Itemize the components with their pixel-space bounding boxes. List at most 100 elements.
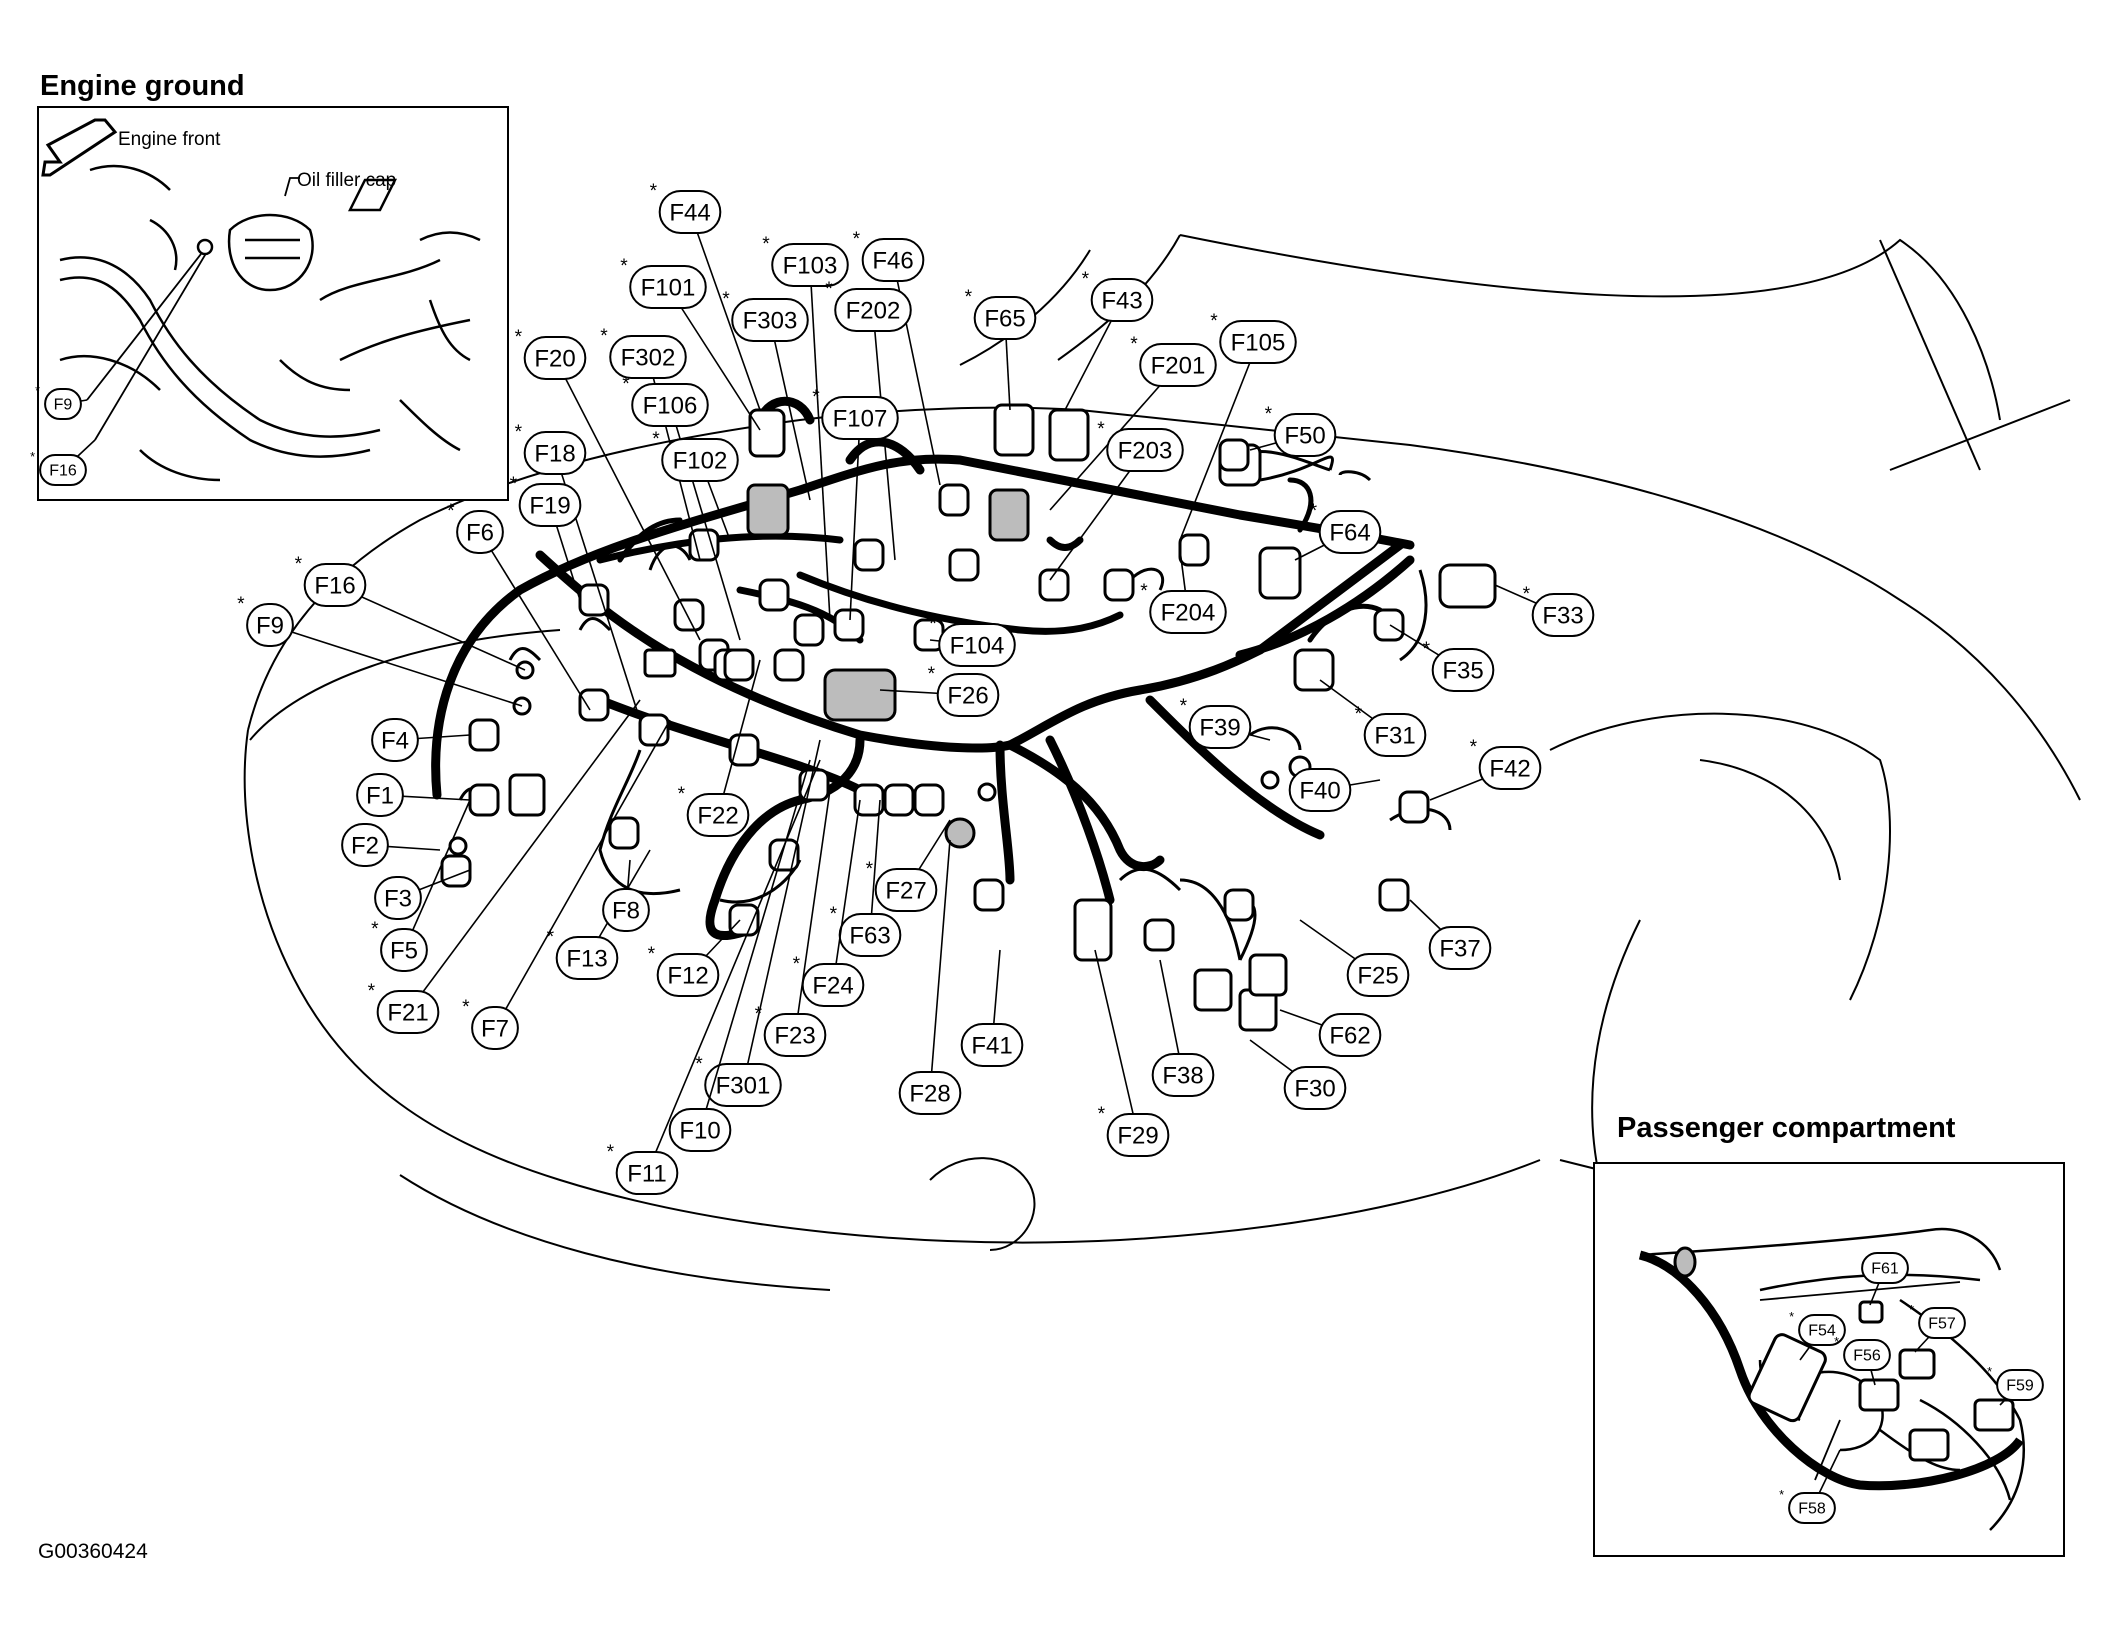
callout-bubble [1531,593,1595,637]
callout-label: F33 [1542,602,1583,629]
callout-label: F202 [846,297,901,324]
star-mark: * [462,997,470,1018]
star-mark: * [515,422,523,443]
callout-f37: F37 [1409,899,1492,970]
callout-f42: F42* [1429,737,1542,801]
star-mark: * [695,1054,703,1075]
callout-label: F37 [1439,935,1480,962]
callout-label: F46 [872,247,913,274]
callout-bubble [1996,1369,2044,1401]
star-mark: * [237,594,245,615]
callout-label: F44 [669,199,710,226]
callout-label: F9 [256,612,284,639]
engine-front-arrow-icon [41,118,118,177]
callout-label: F16 [314,572,355,599]
callout-bubble [39,454,87,486]
callout-bubble [1106,428,1184,472]
callout-f107: F107* [812,387,899,621]
callout-f102: F102* [652,429,739,541]
callout-label: F19 [529,492,570,519]
callout-label: F54 [1808,1323,1836,1340]
leader-line [494,719,671,1029]
callout-label: F59 [2006,1378,2034,1395]
callout-label: F56 [1853,1348,1881,1365]
callout-f8: F8 [602,859,650,932]
callout-f3: F3 [374,869,471,920]
callout-label: F65 [984,305,1025,332]
callout-bubble [731,298,809,342]
callout-bubble [661,438,739,482]
callout-f203: F203* [1049,419,1184,581]
callout-label: F104 [950,632,1005,659]
callout-bubble [874,868,938,912]
callout-bubble [376,990,440,1034]
star-mark: * [1355,704,1363,725]
document-code: G00360424 [38,1540,148,1563]
callout-label: F12 [667,962,708,989]
passenger-inset-frame [1593,1162,2065,1557]
callout-f39: F39* [1180,696,1271,749]
callout-bubble [518,483,582,527]
leader-line [929,839,951,1094]
engine-ground-leaders [86,177,300,441]
callout-f19: F19* [510,474,582,601]
callout-f41: F41 [960,949,1024,1067]
callout-bubble [1188,705,1252,749]
callout-label: F41 [971,1032,1012,1059]
star-mark: * [830,904,838,925]
leader-line [794,789,831,1036]
callout-bubble [1149,590,1227,634]
leader-line [407,699,641,1013]
callout-label: F30 [1294,1075,1335,1102]
leader-line [717,659,761,816]
callout-bubble [1428,926,1492,970]
callout-label: F102 [673,447,728,474]
engine-front-label: Engine front [118,129,221,150]
callout-f25: F25 [1299,919,1410,997]
star-mark: * [1423,639,1431,660]
callout-bubble [523,336,587,380]
callout-label: F8 [612,897,640,924]
callout-label: F3 [384,885,412,912]
star-mark: * [965,287,973,308]
callout-f40: F40 [1288,768,1381,812]
leader-line [667,286,761,431]
callout-bubble [1346,953,1410,997]
star-mark: * [722,289,730,310]
callout-label: F29 [1117,1122,1158,1149]
callout-label: F35 [1442,657,1483,684]
callout-bubble [629,265,707,309]
star-mark: * [1987,1364,1992,1379]
callout-f303: F303* [722,289,811,501]
passenger-connector-c [1908,1428,1950,1462]
star-mark: * [1310,501,1318,522]
callout-label: F201 [1151,352,1206,379]
leader-line [403,799,471,951]
callout-bubble [615,1151,679,1195]
star-mark: * [447,501,455,522]
callout-f7: F7* [462,719,671,1050]
callout-f38: F38 [1151,959,1215,1097]
callout-label: F62 [1329,1022,1370,1049]
callout-f204: F204* [1140,549,1227,634]
callout-f29: F29* [1094,949,1170,1157]
star-mark: * [1909,1302,1914,1317]
callout-label: F23 [774,1022,815,1049]
star-mark: * [1779,1487,1784,1502]
callout-label: F28 [909,1080,950,1107]
passenger-connector-d [1973,1398,2015,1432]
callout-label: F18 [534,440,575,467]
callout-bubble [763,1013,827,1057]
star-mark: * [1789,1309,1794,1324]
star-mark: * [1140,581,1148,602]
star-mark: * [812,387,820,408]
callout-bubble [609,335,687,379]
pax-callout-f54: F54 * [1789,1309,1846,1361]
callout-label: F57 [1928,1316,1956,1333]
callout-f31: F31* [1319,679,1427,757]
callout-label: F101 [641,274,696,301]
star-mark: * [1180,696,1188,717]
star-mark: * [1210,311,1218,332]
star-mark: * [35,383,40,398]
callout-bubble [938,623,1016,667]
